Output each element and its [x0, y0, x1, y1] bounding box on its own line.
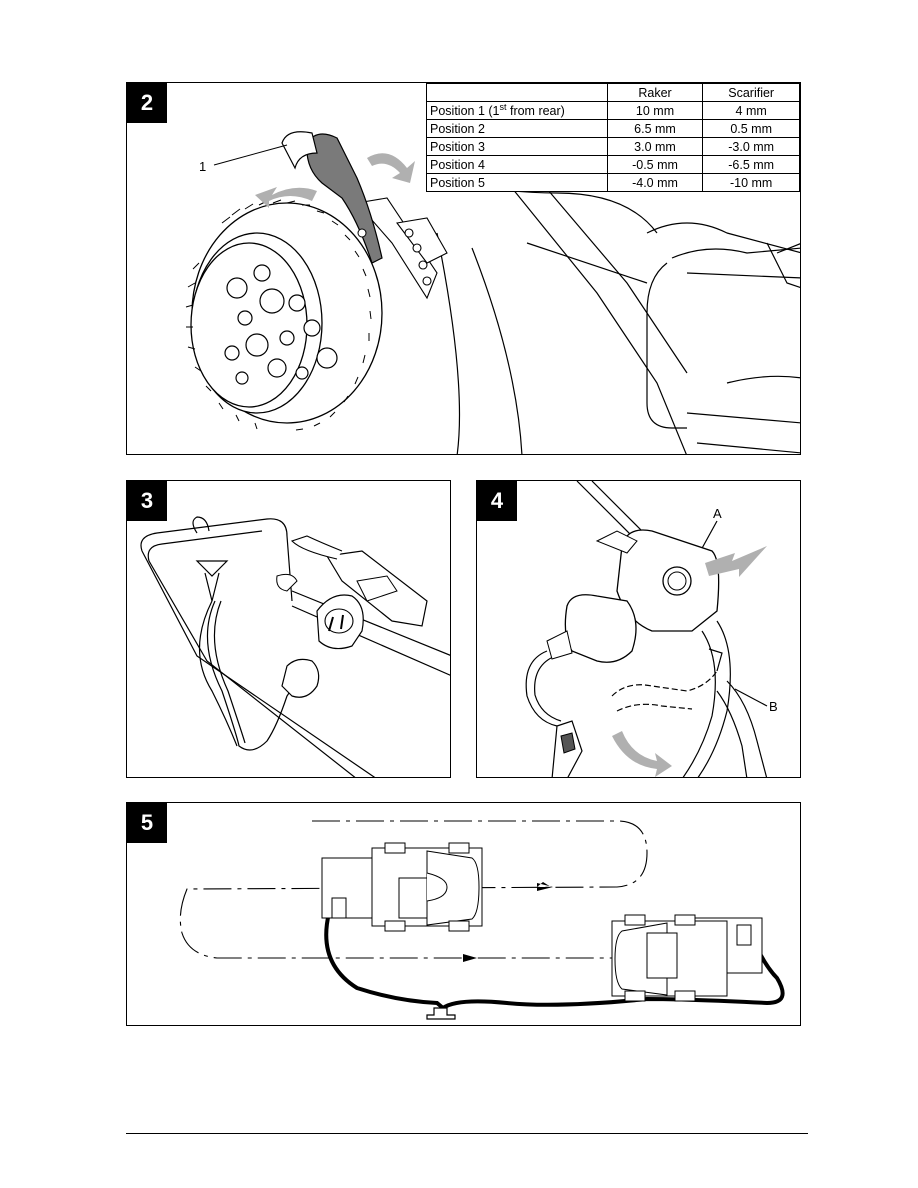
position-label: Position 2	[426, 119, 608, 138]
figure-number-badge: 2	[127, 83, 167, 123]
direction-arrow-left	[463, 954, 477, 962]
switch-box-illustration	[525, 481, 768, 777]
figure-5-panel: 5	[126, 802, 801, 1026]
raker-value: -0.5 mm	[606, 155, 704, 174]
rotate-arrow-left	[255, 187, 317, 208]
table-row: Position 2 6.5 mm 0.5 mm	[426, 119, 800, 138]
table-row: Position 4 -0.5 mm -6.5 mm	[426, 155, 800, 174]
figure-number-badge: 3	[127, 481, 167, 521]
position-label: Position 5	[426, 173, 608, 192]
scarifier-value: -6.5 mm	[702, 155, 800, 174]
position-label: Position 3	[426, 137, 608, 156]
scarifier-value: 0.5 mm	[702, 119, 800, 138]
footer-rule	[126, 1133, 808, 1134]
scarifier-value: -3.0 mm	[702, 137, 800, 156]
table-header-cell	[426, 83, 608, 102]
figure-number-badge: 4	[477, 481, 517, 521]
callout-a: A	[713, 506, 722, 521]
table-header-scarifier: Scarifier	[702, 83, 800, 102]
raker-value: 6.5 mm	[606, 119, 704, 138]
figure-2-panel: 2	[126, 82, 801, 455]
power-outlet-icon	[426, 1007, 456, 1020]
table-header-raker: Raker	[606, 83, 704, 102]
working-depth-table: Raker Scarifier Position 1 (1st from rea…	[426, 83, 800, 192]
raker-value: -4.0 mm	[606, 173, 704, 192]
callout-b: B	[769, 699, 778, 714]
scarifier-value: -10 mm	[702, 173, 800, 192]
table-row: Position 3 3.0 mm -3.0 mm	[426, 137, 800, 156]
scarifier-value: 4 mm	[702, 101, 800, 120]
position-label: Position 4	[426, 155, 608, 174]
rotate-arrow-right	[367, 153, 415, 183]
figure-number-badge: 5	[127, 803, 167, 843]
direction-arrow-right	[537, 882, 553, 891]
figure-4-panel: 4	[476, 480, 801, 778]
raker-value: 3.0 mm	[606, 137, 704, 156]
raker-value: 10 mm	[606, 101, 704, 120]
working-pattern-illustration	[179, 820, 785, 1020]
position-label: Position 1 (1st from rear)	[426, 101, 608, 120]
cable-strain-relief-illustration	[140, 516, 450, 777]
push-arrow	[705, 546, 767, 577]
pull-arrow	[612, 731, 672, 777]
figure-3-panel: 3	[126, 480, 451, 778]
callout-1: 1	[199, 159, 207, 174]
wheel-height-adjustment-illustration	[185, 83, 800, 454]
table-header-row: Raker Scarifier	[426, 83, 800, 102]
table-row: Position 5 -4.0 mm -10 mm	[426, 173, 800, 192]
table-row: Position 1 (1st from rear) 10 mm 4 mm	[426, 101, 800, 120]
